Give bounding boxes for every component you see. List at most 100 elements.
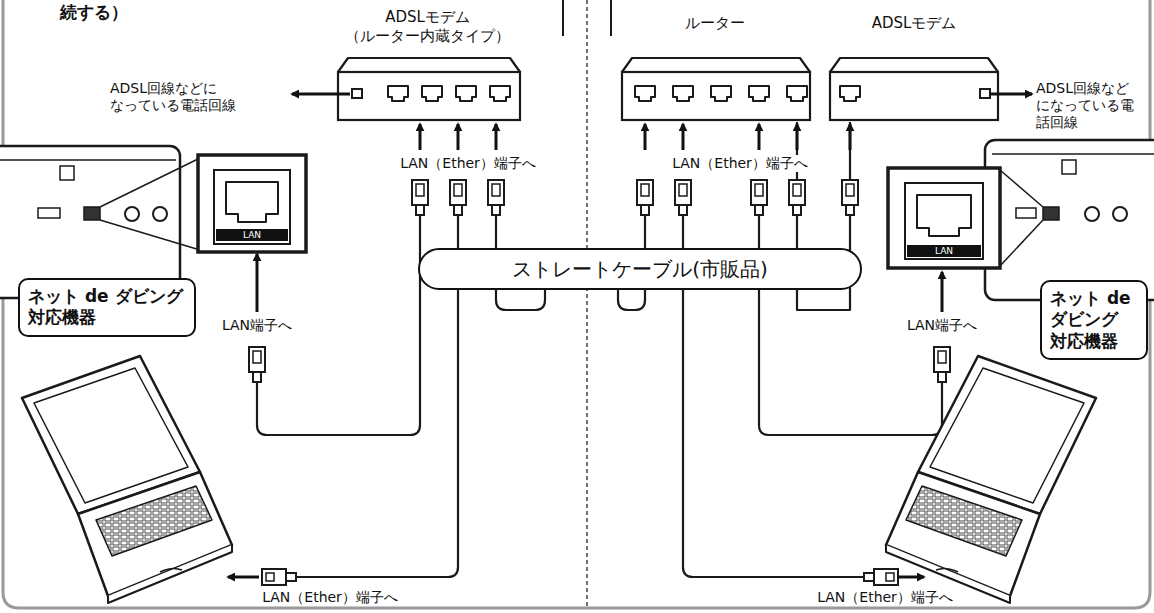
- jack-bar: [216, 229, 288, 241]
- laptop-edge: [108, 545, 232, 603]
- cables: [257, 215, 942, 577]
- lan-port: [84, 207, 100, 220]
- lan-plug: [637, 180, 653, 215]
- jack-caption: LAN: [232, 229, 272, 241]
- lan-jack: [917, 195, 971, 236]
- lan-plug: [412, 180, 428, 215]
- lan-jack: [226, 182, 278, 222]
- caption-text: LAN端子へ: [897, 317, 987, 334]
- box-top: [338, 58, 520, 72]
- plug-body: [675, 180, 691, 205]
- device-callout: ネット de ダビング 対応機器: [18, 278, 196, 337]
- phone-jack: [1062, 160, 1076, 174]
- node-text: ネット de ダビング 対応機器: [1050, 288, 1138, 352]
- zoom-line: [100, 220, 200, 250]
- section-line: [562, 0, 564, 36]
- plug-body: [637, 180, 653, 205]
- recorder-edge: [0, 159, 176, 161]
- router: [622, 58, 810, 120]
- caption-text: ADSL回線など になっている電 話回線: [1036, 80, 1150, 131]
- zoom-line: [1000, 220, 1043, 266]
- av-jack: [153, 207, 167, 221]
- keyboard: [906, 486, 1022, 556]
- av-jack: [1113, 207, 1127, 221]
- plug-boot: [416, 205, 424, 215]
- laptop: [22, 356, 232, 603]
- plug-latch: [253, 351, 261, 363]
- laptop-screen: [930, 368, 1084, 503]
- caption-text: LAN（Ether）端子へ: [648, 155, 832, 172]
- lan-port: [388, 86, 408, 101]
- touchpad: [160, 568, 182, 572]
- plug-latch: [886, 573, 894, 581]
- arrow: [796, 124, 799, 150]
- cable-band: ストレートケーブル(市販品): [418, 248, 862, 290]
- hdmi-port: [1016, 208, 1036, 218]
- plug-latch: [755, 184, 763, 196]
- touchpad: [936, 568, 958, 572]
- arrow: [495, 124, 498, 150]
- arrow: [292, 93, 350, 96]
- lan-plug: [675, 180, 691, 215]
- lan-port: [422, 86, 442, 101]
- lan-port: [711, 86, 731, 101]
- router-heading-node: ルーター: [620, 14, 810, 122]
- plug-body: [450, 180, 466, 205]
- plug-latch: [416, 184, 424, 196]
- jack-frame: [214, 170, 290, 244]
- arrow: [849, 124, 852, 150]
- plug-latch: [266, 573, 274, 581]
- av-jack: [1085, 207, 1099, 221]
- section-line: [610, 0, 612, 36]
- lan-plug: [864, 569, 898, 585]
- hdmi-port: [38, 208, 60, 218]
- device-callout: ネット de ダビング 対応機器: [1040, 280, 1148, 360]
- modem-heading-node: ADSLモデム （ルーター内蔵タイプ）: [330, 8, 525, 122]
- zoom-line: [1000, 170, 1043, 207]
- laptop: [886, 356, 1096, 603]
- arrow: [897, 576, 924, 579]
- node-text: ADSLモデム: [826, 14, 1002, 33]
- arrow: [457, 124, 460, 150]
- plug-body: [934, 347, 950, 372]
- modem-heading-node: ADSLモデム: [826, 14, 1002, 122]
- plug-latch: [793, 184, 801, 196]
- keyboard: [96, 486, 212, 556]
- arrow: [228, 576, 259, 579]
- arrow: [990, 93, 1032, 96]
- caption-text: 続する）: [60, 2, 170, 23]
- caption-text: LAN（Ether）端子へ: [793, 589, 977, 606]
- arrow: [758, 124, 761, 150]
- arrow: [682, 124, 685, 150]
- plug-latch: [846, 184, 854, 196]
- plug-boot: [253, 372, 261, 382]
- divider-line: [586, 0, 588, 608]
- arrow: [256, 254, 259, 312]
- recorder: [0, 146, 306, 298]
- box-front: [830, 72, 998, 120]
- plug-latch: [679, 184, 687, 196]
- arrow: [941, 272, 944, 312]
- plug-boot: [454, 205, 462, 215]
- plug-body: [789, 180, 805, 205]
- plug-body: [874, 569, 898, 585]
- plug-body: [488, 180, 504, 205]
- phone-jack: [60, 166, 74, 180]
- zoom-line: [100, 158, 200, 207]
- plug-latch: [641, 184, 649, 196]
- node-text: ADSLモデム （ルーター内蔵タイプ）: [330, 8, 525, 46]
- lan-plug: [842, 180, 858, 215]
- lan-plug: [751, 180, 767, 215]
- plug-boot: [641, 205, 649, 215]
- caption-text: LAN（Ether）端子へ: [376, 155, 560, 172]
- plug-body: [842, 180, 858, 205]
- jack-bar: [907, 245, 981, 257]
- plug-boot: [864, 573, 874, 581]
- box-front: [622, 72, 810, 120]
- node-text: ストレートケーブル(市販品): [512, 256, 768, 283]
- lan-port: [840, 86, 860, 101]
- av-jack: [125, 207, 139, 221]
- caption-text: ADSL回線などに なっている電話回線: [110, 80, 288, 114]
- zoom-inset: [198, 155, 306, 252]
- laptop-screen: [34, 368, 188, 503]
